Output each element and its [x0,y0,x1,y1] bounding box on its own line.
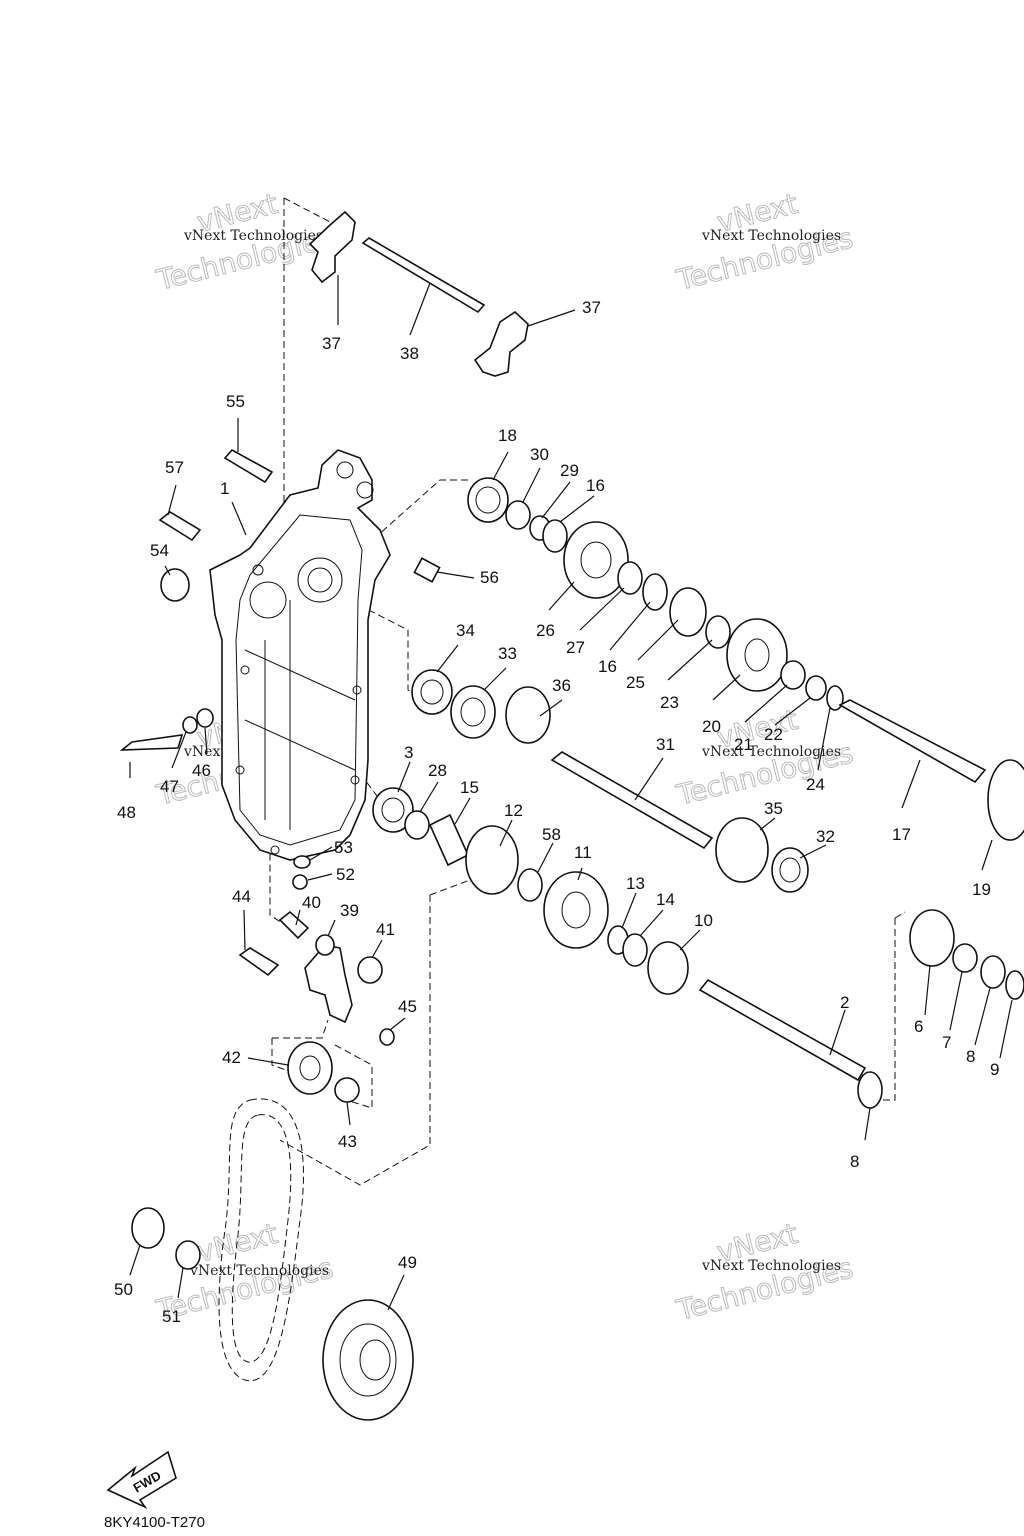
callout-52: 52 [336,865,355,884]
crankcase-cover [209,449,391,861]
callout-37: 37 [322,334,341,353]
callout-3: 3 [404,743,413,762]
watermark-text: vNext Technologies [189,1263,329,1279]
callout-24: 24 [806,775,825,794]
callout-50: 50 [114,1280,133,1299]
callout-46: 46 [192,761,211,780]
callout-22: 22 [764,725,783,744]
callout-11: 11 [574,843,592,862]
callout-32: 32 [816,827,835,846]
middle-shaft [550,751,809,893]
callout-13: 13 [626,874,645,893]
callout-38: 38 [400,344,419,363]
leader-lines [129,275,1013,1311]
callout-18: 18 [498,426,517,445]
callout-26: 26 [536,621,555,640]
callout-9: 9 [990,1060,999,1079]
lever-assembly [238,855,395,1103]
callout-57: 57 [165,458,184,477]
callout-27: 27 [566,638,585,657]
callout-17: 17 [892,825,911,844]
callout-10: 10 [694,911,713,930]
callout-45: 45 [398,997,417,1016]
drawing-code: 8KY4100-T270 [104,1514,205,1531]
callout-12: 12 [504,801,523,820]
callout-14: 14 [656,890,675,909]
callout-21: 21 [734,735,753,754]
callout-42: 42 [222,1048,241,1067]
callout-54: 54 [150,541,169,560]
lower-gear-train [372,787,1024,1109]
callout-47: 47 [160,777,179,796]
callout-30: 30 [530,445,549,464]
callout-48: 48 [117,803,136,822]
fastener-group [119,448,274,1270]
callout-35: 35 [764,799,783,818]
callout-43: 43 [338,1132,357,1151]
callout-58: 58 [542,825,561,844]
watermark-text: vNext Technologies [701,228,841,244]
watermark-text: vNext Technologies [701,744,841,760]
callout-40: 40 [302,893,321,912]
callout-36: 36 [552,676,571,695]
shift-fork-assembly [308,210,529,377]
callout-7: 7 [942,1033,951,1052]
callout-20: 20 [702,717,721,736]
callout-53: 53 [334,838,353,857]
watermark-text: vNext Technologies [701,1258,841,1274]
callout-44: 44 [232,887,251,906]
upper-gear-train [411,477,1024,841]
callout-6: 6 [914,1017,923,1036]
callout-1: 1 [220,479,229,498]
callout-39: 39 [340,901,359,920]
callout-41: 41 [376,920,395,939]
callout-55: 55 [226,392,245,411]
callout-28: 28 [428,761,447,780]
callout-19: 19 [972,880,991,899]
callout-56: 56 [480,568,499,587]
callout-34: 34 [456,621,475,640]
watermark-text: vNext Technologies [183,228,323,244]
callout-31: 31 [656,735,675,754]
callout-33: 33 [498,644,517,663]
callout-8: 8 [966,1047,975,1066]
callout-51: 51 [162,1307,181,1326]
callout-37-b: 37 [582,298,601,317]
callout-16: 16 [586,476,605,495]
fwd-arrow-icon: FWD [106,1450,177,1509]
callout-2: 2 [840,993,849,1012]
callout-labels: 1 2 3 6 7 8 8 9 10 11 12 13 14 15 16 16 … [114,298,999,1326]
callout-8-b: 8 [850,1152,859,1171]
callout-23: 23 [660,693,679,712]
drive-belt-assembly [218,1098,414,1421]
callout-29: 29 [560,461,579,480]
callout-16-b: 16 [598,657,617,676]
callout-49: 49 [398,1253,417,1272]
callout-15: 15 [460,778,479,797]
callout-25: 25 [626,673,645,692]
